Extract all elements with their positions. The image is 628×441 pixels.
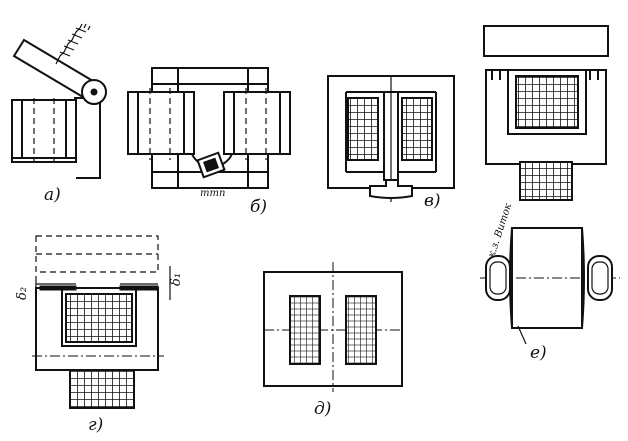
label-delta1: δ₁ [169, 273, 184, 286]
shorted-turn-right [587, 255, 613, 301]
winding-g-lower [69, 369, 135, 409]
shorted-turn-left [485, 255, 511, 301]
label-delta2: δ₂ [15, 287, 30, 300]
core-yoke [74, 97, 101, 179]
figure-e: к.з. Виток е) [480, 25, 620, 363]
figure-v: в) [327, 75, 455, 211]
label-g: г) [88, 415, 103, 435]
label-mm: ттп [200, 188, 225, 199]
figure-b: ттп б) [127, 67, 291, 217]
winding-e [515, 75, 579, 129]
figure-g: δ₂ δ₁ г) [15, 235, 184, 435]
label-b: б) [250, 197, 267, 217]
label-d: д) [314, 399, 331, 419]
winding-v-right [401, 97, 433, 161]
spring [55, 27, 81, 65]
figure-d: д) [263, 262, 403, 419]
core-frame-g [35, 287, 159, 371]
armature-e [483, 25, 609, 57]
plunger-head [369, 179, 413, 199]
winding-d-right [345, 295, 377, 365]
shading-ring [196, 151, 226, 179]
winding-v-left [347, 97, 379, 161]
label-v: в) [424, 191, 441, 211]
core-frame-e [485, 69, 607, 165]
label-e: е) [530, 343, 547, 363]
winding-d-left [289, 295, 321, 365]
winding-e-lower [519, 161, 573, 201]
figure-a: а) [11, 23, 107, 205]
winding-g [65, 293, 133, 343]
label-a: а) [44, 185, 61, 205]
